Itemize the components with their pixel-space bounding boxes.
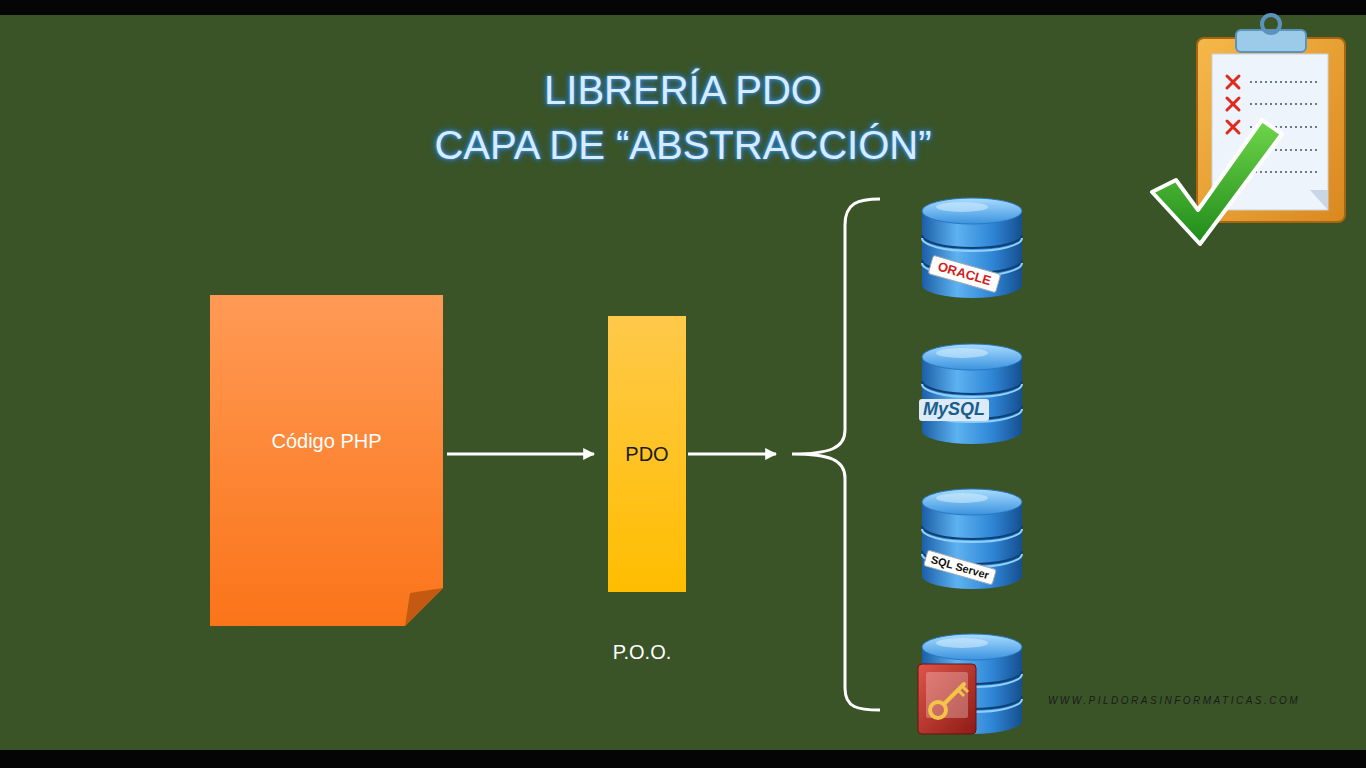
letterbox-bar: [0, 0, 1366, 15]
watermark: WWW.PILDORASINFORMATICAS.COM: [1048, 695, 1300, 707]
database-icon: [922, 344, 1022, 444]
document-fold: [405, 588, 443, 626]
access-icon: [918, 664, 976, 734]
box-outline: [608, 316, 686, 592]
title-subheading: CAPA DE “ABSTRACCIÓN”: [434, 121, 931, 169]
fanout-arrow: [688, 453, 776, 456]
flow-arrow: [447, 453, 594, 456]
sqlserver-logo: SQL Server: [923, 550, 997, 586]
database-icon: [922, 198, 1022, 298]
curly-bracket: [792, 199, 880, 710]
mysql-logo: MySQL: [919, 399, 989, 421]
node-label: Código PHP: [271, 430, 381, 453]
pdo-layer: PDO: [608, 316, 686, 592]
title-heading: LIBRERÍA PDO: [0, 66, 1366, 114]
code-document-shape: [210, 295, 443, 626]
node-label: PDO: [625, 443, 668, 466]
node-content: PDO: [608, 316, 686, 592]
database-icon: [922, 489, 1022, 589]
letterbox-bar: [0, 750, 1366, 768]
checklist-icon: [1152, 15, 1345, 244]
oracle-logo: ORACLE: [927, 255, 1001, 293]
acronym-label: P.O.O.: [613, 640, 672, 664]
node-content: Código PHP: [210, 295, 443, 626]
document-outline: [210, 295, 443, 626]
code-document: Código PHP: [210, 295, 443, 626]
